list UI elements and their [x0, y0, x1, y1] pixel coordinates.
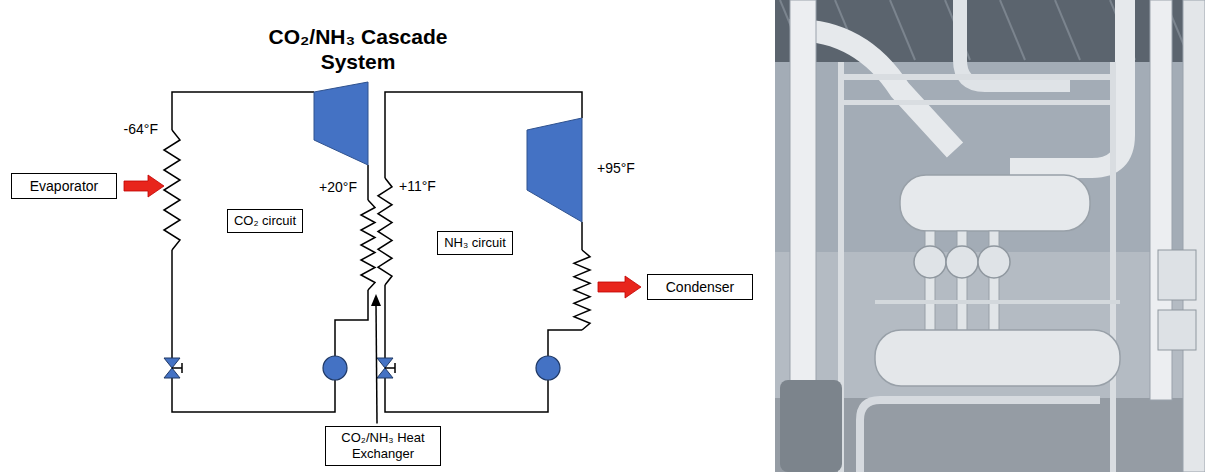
refrigerant-line	[548, 330, 582, 356]
roof-truss	[890, 0, 915, 60]
heat-exchanger-coil	[361, 200, 375, 290]
floor-pipe	[860, 400, 1100, 472]
diagram-title: CO₂/NH₃ Cascade System	[253, 24, 463, 74]
vessel-head	[946, 246, 978, 278]
evaporator-coil	[164, 130, 180, 250]
refrigerant-line	[335, 290, 368, 356]
compressor-symbol	[527, 118, 582, 222]
refrigerant-line	[171, 250, 173, 358]
box-label: Evaporator	[30, 178, 98, 195]
pump-symbol	[323, 356, 347, 380]
control-box	[1158, 310, 1196, 350]
leader-arrow	[376, 304, 377, 423]
insulated-pipe	[960, 0, 1070, 85]
expansion-valve	[377, 358, 393, 368]
valve-stem	[172, 367, 182, 369]
temperature-label: +11°F	[399, 178, 436, 194]
floor-tank	[780, 380, 842, 472]
steel-frame	[838, 100, 1116, 105]
heat-exchanger-coil	[378, 178, 392, 285]
receiver-vessel	[875, 330, 1120, 386]
steel-frame	[1110, 62, 1116, 472]
refrigerant-line	[172, 92, 314, 130]
refrigerant-line	[172, 378, 335, 412]
pump-symbol	[536, 356, 560, 380]
condenser-coil	[574, 250, 590, 330]
box-label: CO₂ circuit	[234, 213, 296, 229]
pressure-vessel	[900, 175, 1090, 231]
expansion-valve	[164, 358, 180, 368]
expansion-valve	[377, 368, 393, 378]
roof-truss	[1000, 0, 1025, 60]
roof-truss	[1055, 0, 1080, 60]
control-box	[1158, 250, 1196, 300]
heat-flow-arrow	[124, 175, 164, 197]
photo-background	[775, 0, 1205, 472]
leader-arrowhead	[371, 294, 381, 306]
circuit-box: NH₃ circuit	[437, 231, 513, 255]
equipment-box: Evaporator	[11, 173, 117, 200]
callout-box: CO₂/NH₃ Heat Exchanger	[325, 426, 441, 465]
circuit-box: CO₂ circuit	[227, 209, 303, 233]
compressor-symbol	[314, 82, 368, 165]
temperature-label: +95°F	[597, 160, 635, 176]
box-label: Condenser	[666, 279, 735, 296]
box-label: NH₃ circuit	[444, 235, 506, 251]
heat-flow-arrow	[598, 276, 641, 298]
temperature-label: +20°F	[319, 179, 357, 195]
temperature-label: -64°F	[124, 121, 158, 137]
steel-frame	[838, 74, 1116, 80]
equipment-box: Condenser	[647, 274, 754, 301]
handrail	[875, 300, 1120, 304]
vessel-head	[914, 246, 946, 278]
valve-stem	[181, 363, 183, 373]
refrigerant-line	[384, 285, 386, 358]
box-label: CO₂/NH₃ Heat Exchanger	[330, 430, 436, 461]
vessel-head	[978, 246, 1010, 278]
expansion-valve	[164, 368, 180, 378]
valve-stem	[385, 367, 395, 369]
refrigerant-line	[367, 165, 369, 200]
valve-stem	[394, 363, 396, 373]
refrigerant-line	[385, 378, 548, 412]
refrigerant-line	[581, 222, 583, 250]
vertical-pipe	[1183, 0, 1205, 472]
